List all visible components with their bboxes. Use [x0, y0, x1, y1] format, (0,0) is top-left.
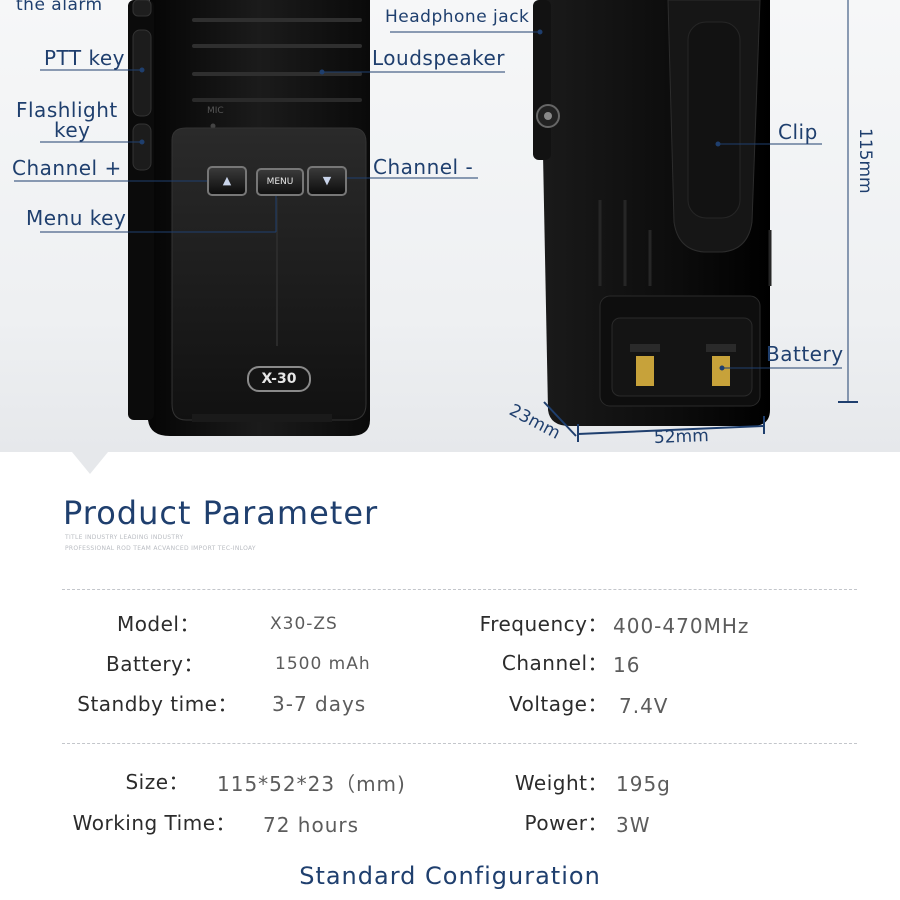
menu-button: MENU	[256, 168, 304, 196]
param-label-size: Size：	[125, 770, 189, 794]
param-label-voltage: Voltage：	[508, 692, 608, 716]
callout-loudspeaker: Loudspeaker	[372, 46, 505, 70]
callout-battery: Battery	[766, 342, 844, 366]
divider-middle	[62, 743, 857, 744]
param-value-working-time: 72 hours	[263, 813, 360, 837]
section-subtitle-line2: PROFESSIONAL ROD TEAM ACVANCED IMPORT TE…	[65, 545, 256, 552]
height-dimension-label: 115mm	[855, 128, 875, 194]
param-value-standby-time: 3-7 days	[272, 692, 367, 716]
divider-top	[62, 589, 857, 590]
callout-alarm: the alarm	[16, 0, 103, 15]
param-label-working-time: Working Time：	[72, 811, 236, 835]
callout-ptt-key: PTT key	[44, 46, 126, 70]
param-label-power: Power：	[524, 811, 608, 835]
callout-flashlight-line2: key	[54, 118, 91, 142]
callout-menu-key: Menu key	[26, 206, 127, 230]
param-label-battery: Battery：	[105, 652, 204, 676]
section-pointer	[72, 452, 108, 474]
param-value-power: 3W	[616, 813, 651, 837]
param-label-frequency: Frequency：	[479, 612, 608, 636]
param-value-voltage: 7.4V	[619, 694, 669, 718]
param-value-channel: 16	[613, 653, 641, 677]
param-value-battery: 1500 mAh	[275, 654, 371, 674]
width-dimension-label: 52mm	[653, 426, 710, 448]
callout-clip: Clip	[778, 120, 818, 144]
param-value-frequency: 400-470MHz	[613, 614, 750, 638]
callout-channel-minus: Channel -	[373, 155, 474, 179]
param-value-size: 115*52*23（mm)	[217, 772, 406, 796]
channel-up-button: ▲	[207, 166, 247, 196]
param-value-model: X30-ZS	[270, 614, 338, 634]
back-device	[533, 0, 772, 426]
callout-channel-plus: Channel +	[12, 156, 122, 180]
channel-down-button: ▼	[307, 166, 347, 196]
param-label-model: Model：	[116, 612, 200, 636]
param-label-weight: Weight：	[514, 771, 608, 795]
model-badge: X-30	[247, 366, 311, 392]
standard-configuration-title: Standard Configuration	[299, 862, 601, 890]
section-subtitle-line1: TITLE INDUSTRY LEADING INDUSTRY	[65, 534, 184, 541]
param-label-standby-time: Standby time：	[77, 692, 238, 716]
callout-headphone-jack: Headphone jack	[385, 7, 530, 27]
callout-flashlight-line1: Flashlight	[16, 98, 118, 122]
param-label-channel: Channel：	[501, 651, 608, 675]
param-value-weight: 195g	[616, 772, 671, 796]
mic-label: MIC	[207, 106, 224, 116]
section-title: Product Parameter	[63, 494, 379, 532]
product-photo: MENU ▲ ▼ X-30 MIC the alarm PTT key Flas…	[0, 0, 900, 452]
front-device	[128, 0, 370, 436]
device-illustration	[14, 0, 858, 442]
